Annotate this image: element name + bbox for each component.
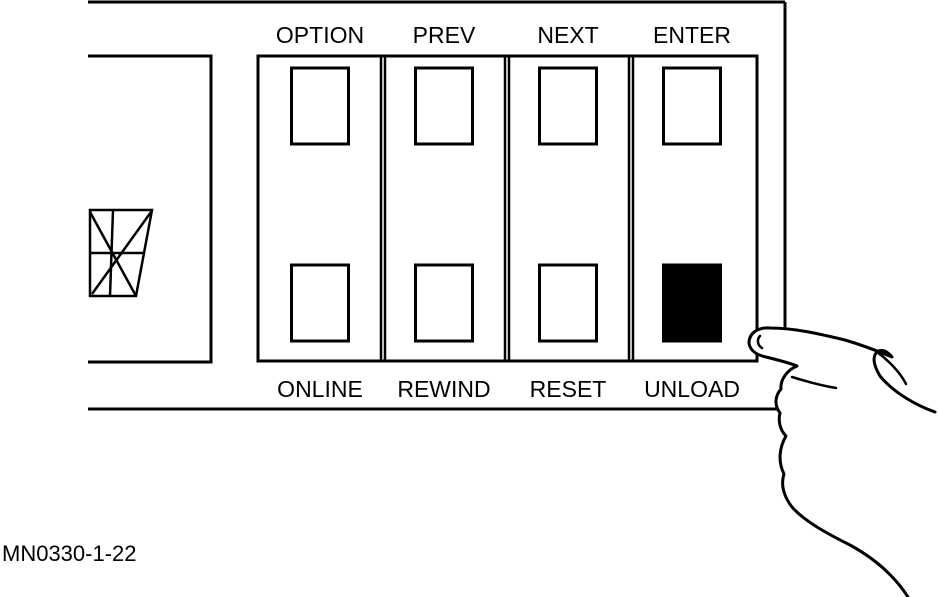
enter-key-upper[interactable] bbox=[662, 66, 722, 146]
display-window bbox=[88, 54, 213, 364]
figure-id: MN0330-1-22 bbox=[2, 541, 137, 566]
enter-bottom-label: UNLOAD bbox=[644, 376, 740, 402]
next-key-upper[interactable] bbox=[538, 66, 598, 146]
prev-bottom-label: REWIND bbox=[397, 376, 491, 402]
option-key-lower[interactable] bbox=[290, 263, 350, 343]
prev-key-lower[interactable] bbox=[414, 263, 474, 343]
option-key-upper[interactable] bbox=[290, 66, 350, 146]
prev-top-label: PREV bbox=[412, 22, 476, 48]
next-top-label: NEXT bbox=[537, 22, 599, 48]
prev-key-upper[interactable] bbox=[414, 66, 474, 146]
next-bottom-label: RESET bbox=[529, 376, 607, 402]
next-key-lower[interactable] bbox=[538, 263, 598, 343]
display-symbol-icon bbox=[88, 208, 154, 298]
option-bottom-label: ONLINE bbox=[277, 376, 363, 402]
key-strip bbox=[256, 54, 759, 363]
pointing-hand-icon bbox=[747, 326, 937, 597]
option-top-label: OPTION bbox=[275, 22, 365, 48]
enter-top-label: ENTER bbox=[653, 22, 731, 48]
enter-key-lower[interactable] bbox=[662, 263, 722, 343]
